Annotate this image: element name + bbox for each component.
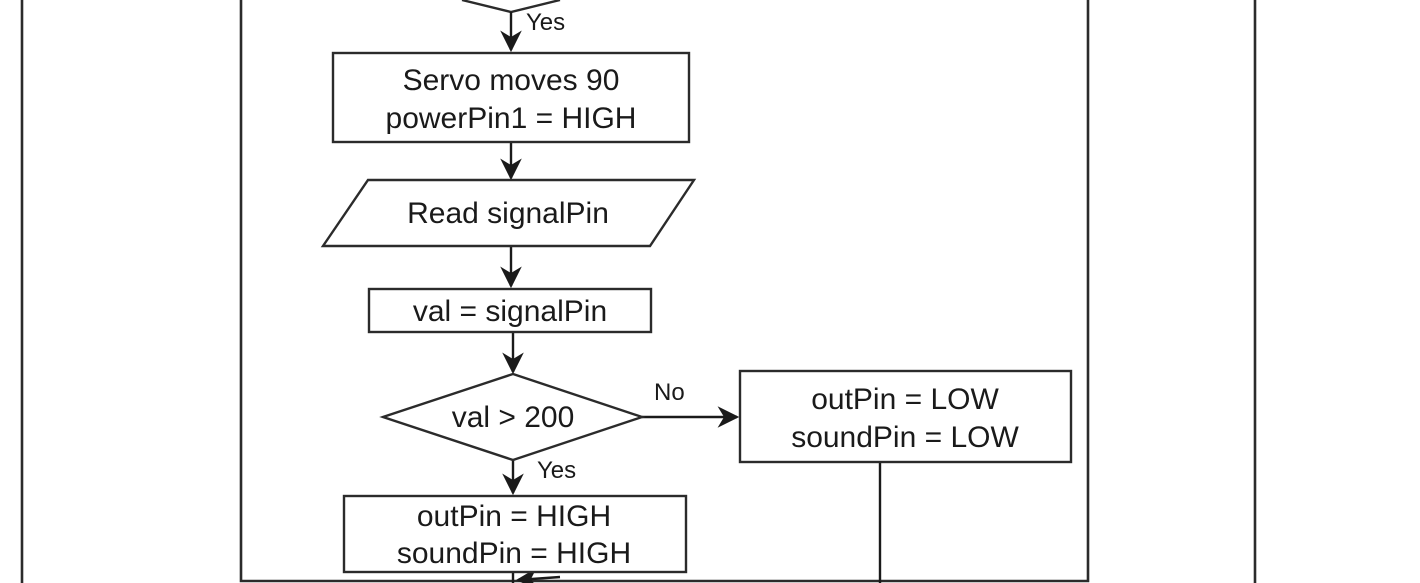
assign-val-box: val = signalPin [367, 287, 653, 334]
inner-loop-frame [239, 0, 1090, 583]
read-signal-text: Read signalPin [407, 197, 609, 230]
edge-merge-arrow [515, 567, 561, 583]
val-decision-text: val > 200 [452, 401, 575, 434]
decision-yes-label: Yes [537, 457, 576, 484]
low-output-box: outPin = LOW soundPin = LOW [738, 369, 1073, 464]
high-line-2: soundPin = HIGH [397, 537, 631, 570]
high-line-1: outPin = HIGH [417, 500, 611, 533]
low-line-1: outPin = LOW [811, 383, 999, 416]
val-decision-diamond: val > 200 [379, 372, 646, 462]
read-signal-input: Read signalPin [320, 178, 697, 248]
decision-no-label: No [654, 379, 685, 406]
servo-line-1: Servo moves 90 [403, 64, 620, 97]
top-yes-label: Yes [526, 9, 565, 36]
servo-process-box: Servo moves 90 powerPin1 = HIGH [331, 51, 691, 144]
high-output-box: outPin = HIGH soundPin = HIGH [342, 494, 688, 574]
low-line-2: soundPin = LOW [791, 421, 1019, 454]
servo-line-2: powerPin1 = HIGH [386, 102, 637, 135]
assign-val-text: val = signalPin [413, 295, 607, 328]
